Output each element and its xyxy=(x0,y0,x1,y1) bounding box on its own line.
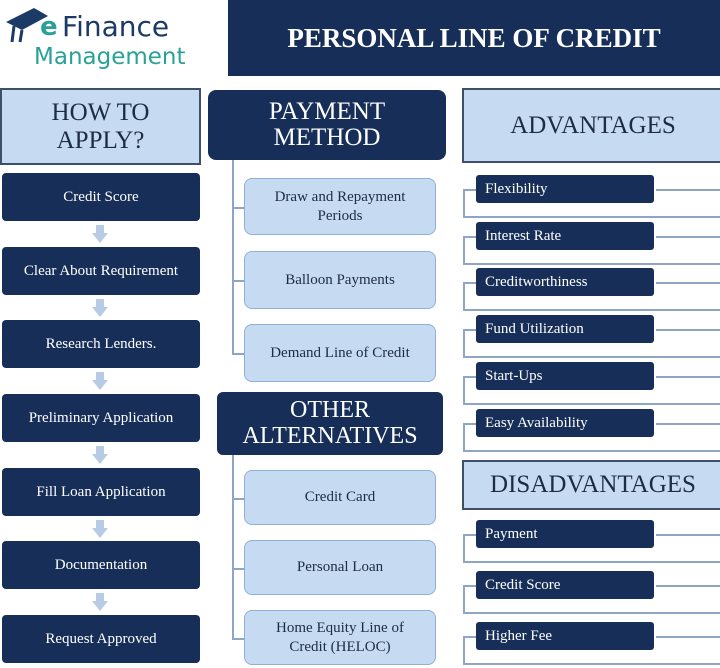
apply-step: Credit Score xyxy=(2,173,200,221)
other-alternatives-heading: OTHER ALTERNATIVES xyxy=(217,392,443,455)
alternative-item: Credit Card xyxy=(244,470,436,525)
payment-method-item: Balloon Payments xyxy=(244,251,436,309)
apply-step: Fill Loan Application xyxy=(2,468,200,516)
arrow-down-icon xyxy=(92,372,108,390)
payment-method-heading: PAYMENT METHOD xyxy=(208,90,446,160)
disadvantage-item: Credit Score xyxy=(476,571,654,599)
apply-step: Preliminary Application xyxy=(2,394,200,442)
disadvantages-heading: DISADVANTAGES xyxy=(462,460,720,510)
alternative-item: Personal Loan xyxy=(244,540,436,595)
alternative-item: Home Equity Line of Credit (HELOC) xyxy=(244,610,436,665)
advantage-item: Creditworthiness xyxy=(476,268,654,296)
graduation-cap-icon xyxy=(6,8,48,43)
how-to-apply-heading: HOW TO APPLY? xyxy=(0,88,201,165)
disadvantage-item: Payment xyxy=(476,520,654,548)
page-title: PERSONAL LINE OF CREDIT xyxy=(228,0,720,76)
apply-step: Research Lenders. xyxy=(2,320,200,368)
advantage-item: Start-Ups xyxy=(476,362,654,390)
apply-step: Clear About Requirement xyxy=(2,247,200,295)
payment-method-item: Demand Line of Credit xyxy=(244,324,436,382)
advantages-heading: ADVANTAGES xyxy=(462,88,720,163)
logo-line1: Finance xyxy=(62,10,170,43)
advantage-item: Interest Rate xyxy=(476,222,654,250)
apply-step: Request Approved xyxy=(2,615,200,663)
logo: e Finance Management xyxy=(0,0,225,75)
arrow-down-icon xyxy=(92,225,108,243)
logo-line2: Management xyxy=(34,44,186,70)
arrow-down-icon xyxy=(92,520,108,538)
disadvantage-item: Higher Fee xyxy=(476,622,654,650)
arrow-down-icon xyxy=(92,299,108,317)
apply-step: Documentation xyxy=(2,541,200,589)
payment-method-item: Draw and Repayment Periods xyxy=(244,178,436,235)
arrow-down-icon xyxy=(92,593,108,611)
advantage-item: Flexibility xyxy=(476,175,654,203)
advantage-item: Fund Utilization xyxy=(476,315,654,343)
advantage-item: Easy Availability xyxy=(476,409,654,437)
arrow-down-icon xyxy=(92,446,108,464)
logo-prefix: e xyxy=(40,12,58,42)
